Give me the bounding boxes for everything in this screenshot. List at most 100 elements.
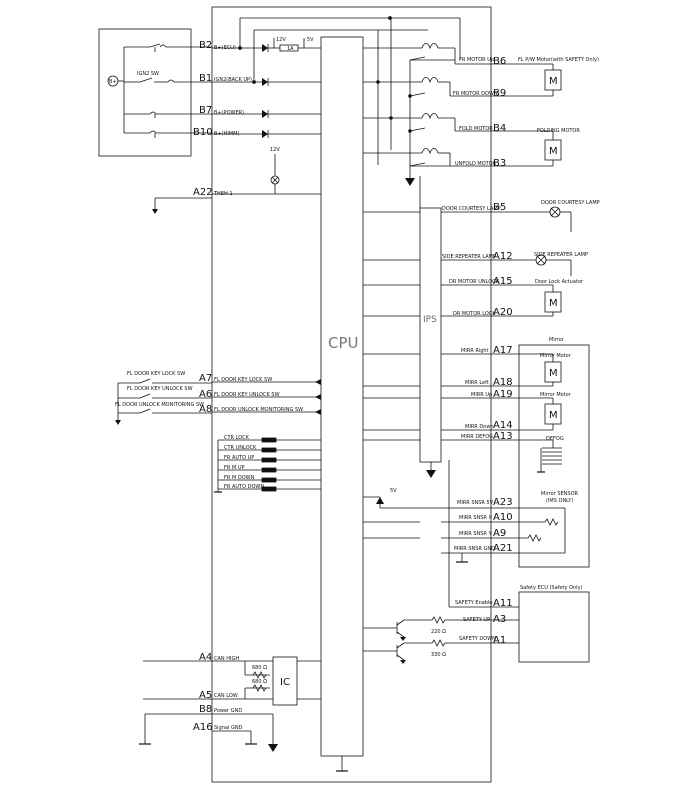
v12-label: 12V xyxy=(276,37,286,43)
pin-a16: A16 xyxy=(193,722,213,733)
pin-b8-label: Power GND xyxy=(214,708,242,714)
pin-a21: A21 xyxy=(493,543,513,554)
left-pins: B2 B+(ECU) B1 IGN2(BACK UP) B7 B+(POWER)… xyxy=(193,40,303,733)
b-plus-label: B+ xyxy=(109,79,117,85)
cpu-block xyxy=(320,36,364,757)
pin-b8: B8 xyxy=(199,704,212,715)
pin-a6-label: FL DOOR KEY UNLOCK SW xyxy=(214,392,280,398)
ic-label: IC xyxy=(280,677,290,688)
pin-a13: A13 xyxy=(493,431,513,442)
side-repeater-lamp-label: SIDE REPEATER LAMP xyxy=(534,252,588,258)
door-courtesy-lamp-label: DOOR COURTESY LAMP xyxy=(541,200,600,206)
relay-wiring xyxy=(363,18,491,208)
pin-a9: A9 xyxy=(493,528,506,539)
fl-key-lock-sw-label: FL DOOR KEY LOCK SW xyxy=(127,371,185,377)
pin-a12-label: SIDE REPEATER LAMP xyxy=(442,254,496,260)
fr-window-motor xyxy=(491,63,562,97)
internal-power-rails xyxy=(212,16,461,138)
pin-a3: A3 xyxy=(493,614,506,625)
pin-a7: A7 xyxy=(199,373,212,384)
svg-text:FR M UP: FR M UP xyxy=(224,465,245,471)
mirror-sensor-label: Mirror SENSOR xyxy=(541,491,579,497)
fl-key-unlock-sw-label: FL DOOR KEY UNLOCK SW xyxy=(127,386,193,392)
door-lock-actuator-m: M xyxy=(549,298,558,309)
pin-a22: A22 xyxy=(193,187,213,198)
cpu-label: CPU xyxy=(328,334,359,352)
pin-a18: A18 xyxy=(493,377,513,388)
ign2-sw-label: IGN2 SW xyxy=(137,71,159,77)
door-lock-actuator xyxy=(441,284,562,317)
pin-a17: A17 xyxy=(493,345,513,356)
pin-a8: A8 xyxy=(199,404,212,415)
r-220a-label: 220 Ω xyxy=(431,629,446,635)
pin-a7-label: FL DOOR KEY LOCK SW xyxy=(214,377,272,383)
pin-a1-label: SAFETY DOWN xyxy=(459,636,496,642)
pin-b6-label: FR MOTOR Up xyxy=(459,57,494,63)
svg-text:FR AUTO UP: FR AUTO UP xyxy=(224,455,254,461)
pin-b9-label: FR MOTOR DOWN xyxy=(453,91,498,97)
pin-a16-label: Signal GND xyxy=(214,725,243,731)
ground-wiring xyxy=(139,713,278,752)
pin-b7: B7 xyxy=(199,105,212,116)
pin-a9-label: MIRR SNSR Y xyxy=(459,531,492,537)
mirror-motor-1-m: M xyxy=(549,368,558,379)
pin-a23: A23 xyxy=(493,497,513,508)
pin-b7-label: B+(POWER) xyxy=(214,110,244,116)
mirror-motor-2-m: M xyxy=(549,410,558,421)
pin-a10: A10 xyxy=(493,512,513,523)
pin-a8-label: FL DOOR UNLOCK MONITORING SW xyxy=(214,407,303,413)
pin-a1: A1 xyxy=(493,635,506,646)
svg-text:FR AUTO DOWN: FR AUTO DOWN xyxy=(224,484,264,490)
fr-window-motor-m: M xyxy=(549,76,558,87)
door-switch-wiring xyxy=(115,378,321,425)
fl-pw-motor-label: FL P/W Motor(with SAFETY Only) xyxy=(518,57,599,63)
ic-block xyxy=(272,656,298,706)
pin-a14: A14 xyxy=(493,420,513,431)
illumination-circuit xyxy=(152,154,321,214)
mirror-motor-1-label: Mirror Motor xyxy=(540,353,572,359)
pin-b4-label: FOLD MOTOR xyxy=(459,126,493,132)
pin-b10: B10 xyxy=(193,127,213,138)
pin-a5: A5 xyxy=(199,690,212,701)
folding-motor-label: FOLDING MOTOR xyxy=(537,128,580,134)
pin-a6: A6 xyxy=(199,389,212,400)
pin-a11: A11 xyxy=(493,598,513,609)
r-330-label: 330 Ω xyxy=(431,652,446,658)
mirror-sensor-wiring xyxy=(363,496,566,563)
mirror-assembly xyxy=(518,344,590,568)
pin-b9: B9 xyxy=(493,88,506,99)
pin-a13-label: MIRR DEFOG xyxy=(461,434,493,440)
mirror-sensor-note: (IMS ONLY) xyxy=(546,498,573,504)
svg-text:CTR LOCK: CTR LOCK xyxy=(224,435,250,441)
pin-b3: B3 xyxy=(493,158,506,169)
pin-a15: A15 xyxy=(493,276,513,287)
can-bus-wiring xyxy=(143,660,321,700)
pin-a20: A20 xyxy=(493,307,513,318)
folding-motor-m: M xyxy=(549,146,558,157)
ips-output-lines xyxy=(363,211,420,539)
pin-a19: A19 xyxy=(493,389,513,400)
pin-b6: B6 xyxy=(493,56,506,67)
fuse-1a-label: 1A xyxy=(287,46,294,52)
pin-a17-label: MIRR Right xyxy=(461,348,489,354)
ips-block xyxy=(419,207,442,463)
pin-a21-label: MIRR SNSR GND xyxy=(454,546,495,552)
r-680a-label: 680 Ω xyxy=(252,665,267,671)
pin-a4-label: CAN HIGH xyxy=(214,656,239,662)
pin-a14-label: MIRR Down xyxy=(465,424,494,430)
mirror-motor-2-label: Mirror Motor xyxy=(540,392,572,398)
fl-unlock-monitor-sw-label: FL DOOR UNLOCK MONITORING SW xyxy=(115,402,204,408)
folding-motor xyxy=(491,130,562,167)
safety-ecu-label: Safety ECU (Safety Only) xyxy=(520,585,582,591)
pin-a23-label: MIRR SNSR 5V xyxy=(457,500,494,506)
lamp-wiring xyxy=(441,206,572,276)
pin-b4: B4 xyxy=(493,123,506,134)
v5b-label: 5V xyxy=(390,488,397,494)
pin-a12: A12 xyxy=(493,251,513,262)
pin-b5-label: DOOR COURTESY LAMP xyxy=(442,206,501,212)
ips-ground-arrow xyxy=(426,470,436,478)
svg-text:CTR UNLOCK: CTR UNLOCK xyxy=(224,445,257,451)
window-switch-inputs xyxy=(214,437,321,493)
mirror-label: Mirror xyxy=(549,337,565,343)
